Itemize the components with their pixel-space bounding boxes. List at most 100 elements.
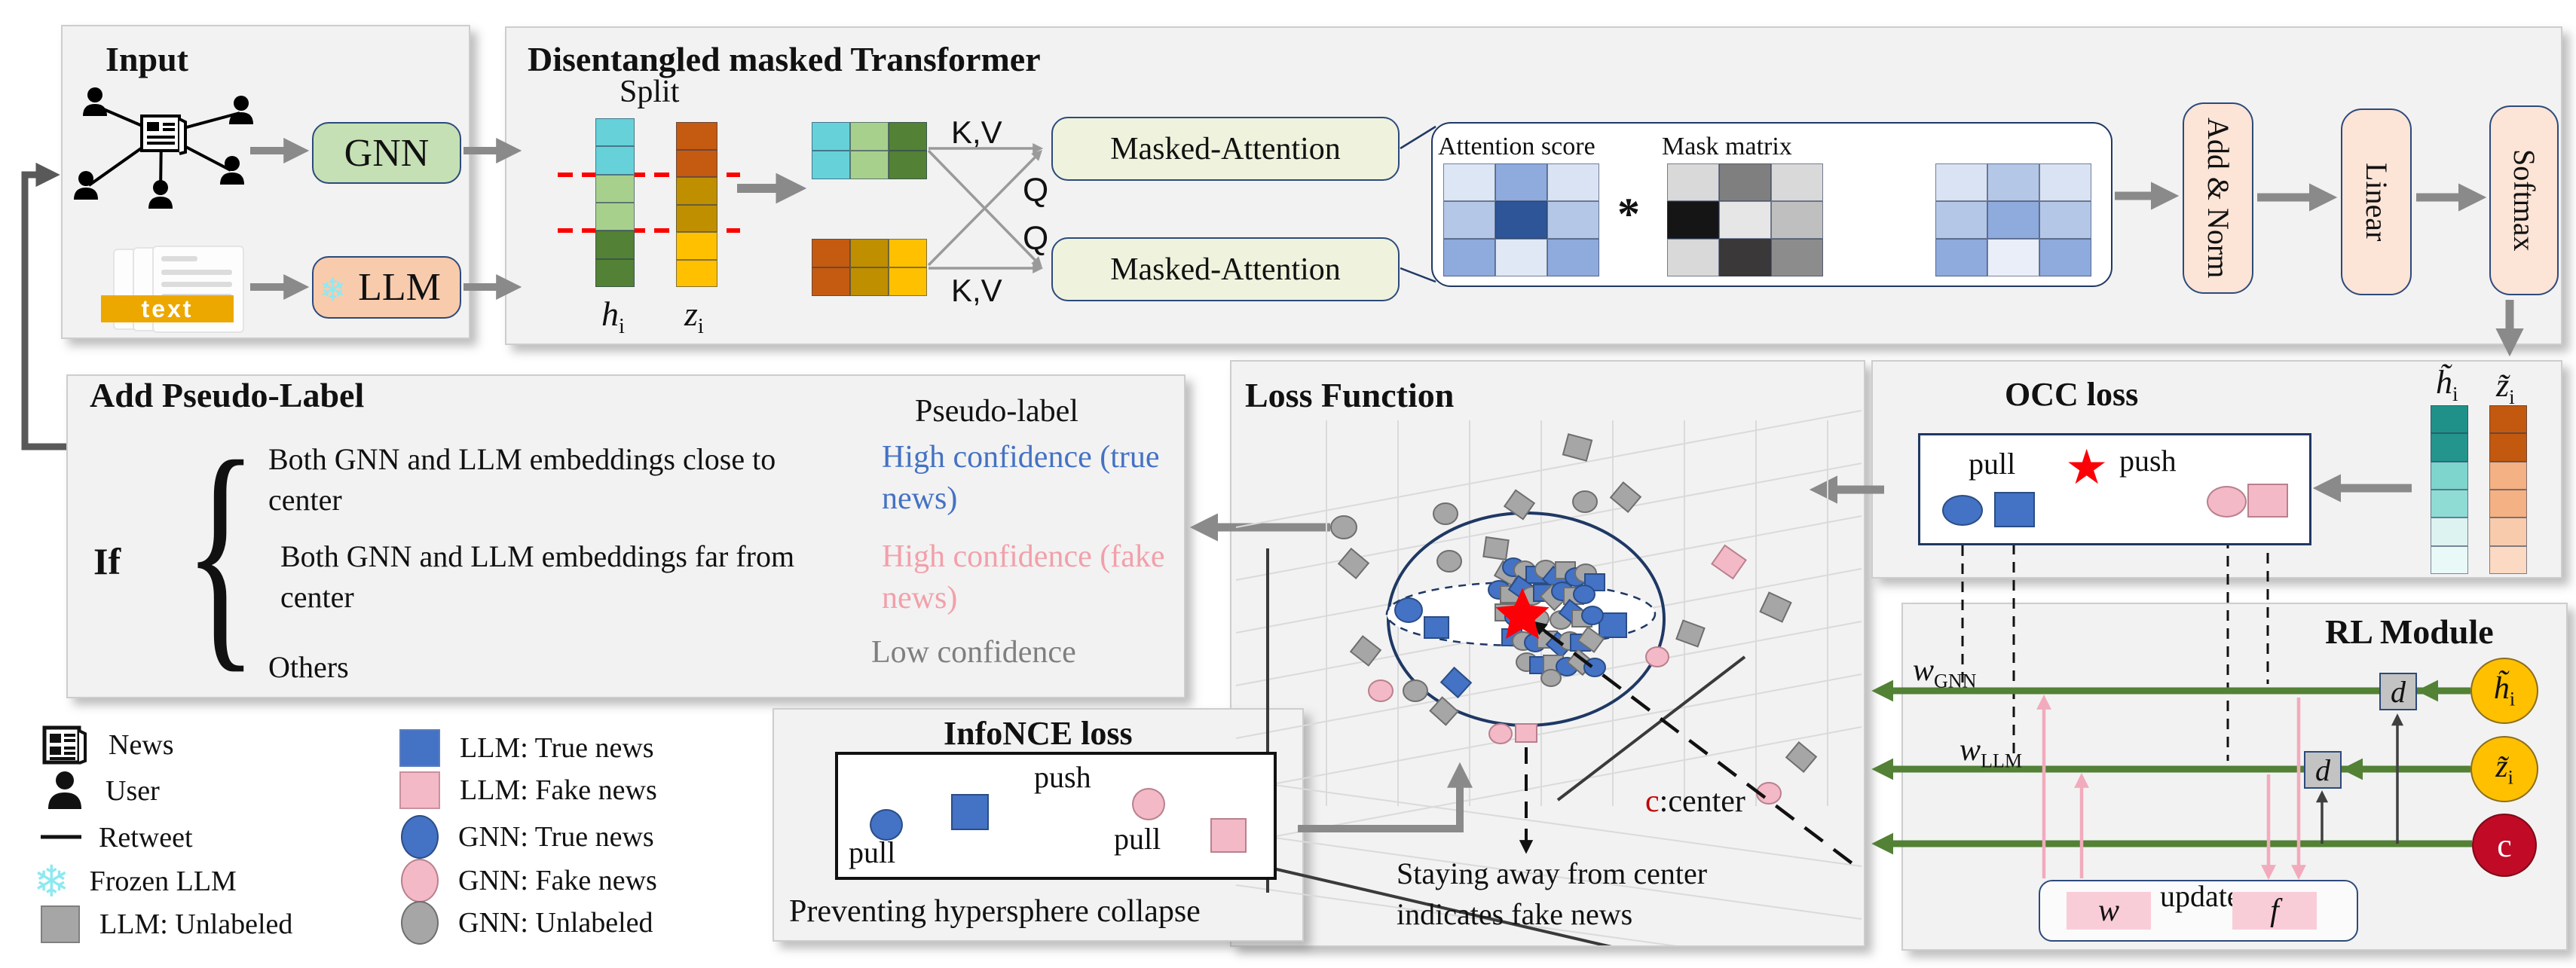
w-llm-label: wLLM bbox=[1960, 733, 2022, 772]
gray-square-icon bbox=[41, 905, 80, 943]
matrix-cell bbox=[1443, 163, 1495, 201]
text-badge: text bbox=[101, 295, 234, 322]
matrix-cell bbox=[889, 239, 927, 267]
distance-box-1: d bbox=[2379, 673, 2417, 710]
occ-pull-label: pull bbox=[1969, 447, 2016, 481]
occ-blue-circle bbox=[1942, 495, 1983, 526]
matrix-cell bbox=[812, 239, 850, 267]
masked-attention-box-top: Masked-Attention bbox=[1051, 117, 1400, 181]
softmax-box: Softmax bbox=[2489, 105, 2559, 295]
vector-cell bbox=[2489, 518, 2527, 546]
fake-news-note-line2: indicates fake news bbox=[1397, 897, 1633, 931]
matrix-cell bbox=[1443, 201, 1495, 239]
legend-item-llm-unlabeled: LLM: Unlabeled bbox=[41, 905, 292, 943]
matrix-cell bbox=[1495, 239, 1547, 276]
occ-blue-square bbox=[1994, 492, 2035, 527]
pseudo-title: Add Pseudo-Label bbox=[90, 376, 365, 414]
legend-item-retweet: Retweet bbox=[99, 822, 193, 853]
llm-box: ❄ LLM bbox=[312, 256, 461, 319]
legend-item-llm-fake: LLM: Fake news bbox=[399, 771, 657, 809]
matrix-cell bbox=[1667, 239, 1719, 276]
matrix-cell bbox=[1495, 201, 1547, 239]
w-weight-box: w bbox=[2067, 892, 2151, 930]
matrix-cell bbox=[889, 151, 927, 179]
loss-function-title: Loss Function bbox=[1245, 376, 1455, 414]
center-node: c bbox=[2472, 814, 2537, 877]
vector-cell bbox=[595, 231, 635, 259]
vector-cell bbox=[2431, 545, 2468, 574]
pink-square-icon bbox=[399, 771, 440, 809]
matrix-cell bbox=[1719, 239, 1771, 276]
matrix-cell bbox=[1771, 163, 1823, 201]
vector-cell bbox=[2431, 405, 2468, 434]
pseudo-label-low: Low confidence bbox=[871, 635, 1076, 670]
matrix-cell bbox=[1771, 201, 1823, 239]
vector-cell bbox=[595, 118, 635, 147]
z-vector bbox=[676, 122, 717, 287]
legend-item-llm-true: LLM: True news bbox=[399, 729, 654, 767]
split-label: Split bbox=[620, 75, 680, 109]
vector-cell bbox=[2489, 433, 2527, 462]
vector-cell bbox=[595, 146, 635, 175]
vector-cell bbox=[676, 149, 717, 177]
matrix-cell bbox=[812, 267, 850, 296]
infonce-blue-circle bbox=[870, 809, 903, 841]
masked-attention-box-bottom: Masked-Attention bbox=[1051, 237, 1400, 301]
mask-matrix bbox=[1667, 163, 1823, 276]
legend-item-frozen-llm: ❄ Frozen LLM bbox=[33, 857, 237, 906]
distance-box-2: d bbox=[2304, 751, 2342, 789]
infonce-blue-square bbox=[951, 794, 989, 830]
z-tilde-vector bbox=[2489, 405, 2527, 574]
legend-item-user: User bbox=[44, 770, 160, 812]
matrix-cell bbox=[2039, 239, 2091, 276]
h-tilde-node: h̃i bbox=[2470, 658, 2538, 724]
split-bottom-matrix bbox=[812, 239, 927, 296]
condition-far-from-center: Both GNN and LLM embeddings far from cen… bbox=[280, 539, 795, 614]
occ-push-label: push bbox=[2119, 444, 2177, 478]
condition-close-to-center: Both GNN and LLM embeddings close to cen… bbox=[268, 442, 776, 517]
vector-cell bbox=[676, 232, 717, 260]
matrix-cell bbox=[889, 122, 927, 151]
legend-item-news: News bbox=[42, 725, 174, 765]
attention-score-matrix bbox=[1443, 163, 1599, 276]
matrix-cell bbox=[1935, 239, 1987, 276]
legend-item-gnn-fake: GNN: Fake news bbox=[401, 859, 657, 902]
vector-cell bbox=[2489, 545, 2527, 574]
matrix-cell bbox=[1719, 163, 1771, 201]
vector-cell bbox=[676, 177, 717, 205]
vector-cell bbox=[2431, 461, 2468, 490]
softmax-label: Softmax bbox=[2507, 149, 2541, 252]
fake-news-note-line1: Staying away from center bbox=[1397, 857, 1708, 890]
infonce-pull-right-label: pull bbox=[1114, 822, 1161, 856]
masked-result-matrix bbox=[1935, 163, 2091, 276]
h-vector-label: hi bbox=[601, 295, 625, 339]
matrix-cell bbox=[1495, 163, 1547, 201]
matrix-cell bbox=[1987, 239, 2039, 276]
input-title: Input bbox=[106, 40, 188, 78]
vector-cell bbox=[595, 174, 635, 203]
legend-item-gnn-true: GNN: True news bbox=[401, 815, 654, 859]
pink-circle-icon bbox=[401, 859, 439, 902]
q-bottom-label: Q bbox=[1023, 220, 1049, 257]
pseudo-label-true: High confidence (true news) bbox=[882, 440, 1160, 516]
h-tilde-bar-label: h̃i bbox=[2436, 364, 2458, 405]
masked-attention-top-label: Masked-Attention bbox=[1110, 131, 1341, 166]
matrix-cell bbox=[1667, 201, 1719, 239]
matrix-cell bbox=[850, 267, 889, 296]
infonce-pink-circle bbox=[1132, 788, 1165, 820]
matrix-cell bbox=[1771, 239, 1823, 276]
text-documents-icon: text bbox=[101, 246, 244, 333]
vector-cell bbox=[2489, 405, 2527, 434]
linear-box: Linear bbox=[2341, 108, 2412, 295]
add-norm-label: Add & Norm bbox=[2201, 118, 2235, 279]
pseudo-label-fake: High confidence (fake news) bbox=[882, 539, 1165, 615]
matrix-cell bbox=[1547, 163, 1599, 201]
matrix-cell bbox=[889, 267, 927, 296]
matrix-cell bbox=[812, 151, 850, 179]
transformer-title: Disentangled masked Transformer bbox=[528, 40, 1041, 78]
vector-cell bbox=[2489, 489, 2527, 518]
mask-matrix-label: Mask matrix bbox=[1662, 133, 1792, 160]
center-annotation: c:center bbox=[1645, 784, 1745, 819]
occ-center-star-icon: ★ bbox=[2065, 441, 2109, 494]
linear-label: Linear bbox=[2360, 162, 2394, 242]
